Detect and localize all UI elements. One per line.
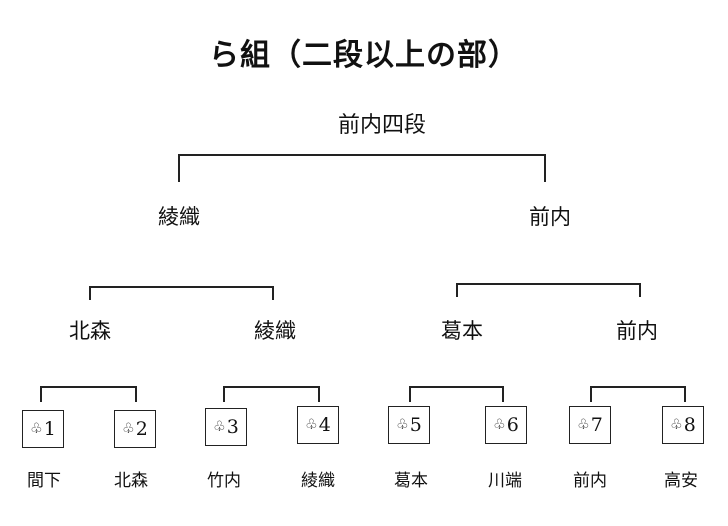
player-name-4: 綾織 — [301, 471, 335, 491]
seed-number: 7 — [590, 414, 603, 436]
seed-box-6: ♧6 — [485, 406, 527, 444]
player-name-8: 高安 — [664, 471, 698, 491]
seed-number: 8 — [683, 414, 696, 436]
winner-label: 前内四段 — [337, 113, 427, 138]
round1-label-4: 前内 — [616, 319, 658, 343]
semifinal-right-label: 前内 — [529, 205, 571, 229]
club-icon: ♧ — [396, 417, 409, 433]
r1-bracket-3-line — [409, 386, 504, 402]
round1-label-1: 北森 — [69, 319, 111, 343]
r1-bracket-4-line — [590, 386, 686, 402]
semifinal-left-label: 綾織 — [158, 205, 200, 229]
club-icon: ♧ — [670, 417, 683, 433]
player-name-2: 北森 — [114, 471, 148, 491]
semi-bracket-left-line — [89, 286, 274, 300]
seed-box-1: ♧1 — [22, 410, 64, 448]
club-icon: ♧ — [305, 417, 318, 433]
seed-number: 3 — [226, 416, 239, 438]
club-icon: ♧ — [122, 421, 135, 437]
round1-label-3: 葛本 — [441, 319, 483, 343]
r1-bracket-1-line — [40, 386, 137, 402]
r1-bracket-2-line — [223, 386, 320, 402]
page-title: ら組（二段以上の部） — [209, 38, 519, 73]
seed-number: 4 — [318, 414, 331, 436]
seed-number: 5 — [409, 414, 422, 436]
seed-number: 6 — [506, 414, 519, 436]
final-bracket-line — [178, 154, 546, 182]
seed-number: 2 — [135, 418, 148, 440]
semi-bracket-right-line — [456, 283, 641, 297]
club-icon: ♧ — [213, 419, 226, 435]
player-name-3: 竹内 — [207, 471, 241, 491]
player-name-1: 間下 — [27, 471, 61, 491]
club-icon: ♧ — [493, 417, 506, 433]
club-icon: ♧ — [30, 421, 43, 437]
seed-box-4: ♧4 — [297, 406, 339, 444]
player-name-5: 葛本 — [394, 471, 428, 491]
club-icon: ♧ — [577, 417, 590, 433]
seed-number: 1 — [43, 418, 56, 440]
player-name-7: 前内 — [573, 471, 607, 491]
round1-label-2: 綾織 — [254, 319, 296, 343]
player-name-6: 川端 — [488, 471, 522, 491]
seed-box-2: ♧2 — [114, 410, 156, 448]
seed-box-3: ♧3 — [205, 408, 247, 446]
seed-box-7: ♧7 — [569, 406, 611, 444]
seed-box-5: ♧5 — [388, 406, 430, 444]
seed-box-8: ♧8 — [662, 406, 704, 444]
